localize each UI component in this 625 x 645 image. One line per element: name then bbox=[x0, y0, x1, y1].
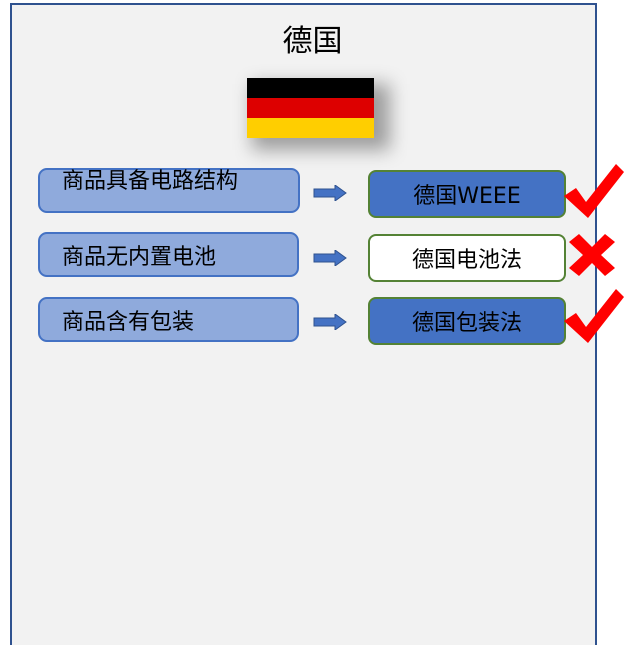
cross-icon bbox=[569, 234, 615, 276]
arrow-right-icon bbox=[313, 250, 347, 266]
condition-box-battery: 商品无内置电池 bbox=[38, 232, 299, 277]
law-label: 德国WEEE bbox=[413, 184, 521, 209]
check-icon bbox=[564, 164, 624, 218]
arrow-right-icon bbox=[313, 185, 347, 201]
check-icon bbox=[564, 289, 624, 343]
condition-box-packaging: 商品含有包装 bbox=[38, 297, 299, 342]
page-title: 德国 bbox=[282, 24, 343, 59]
law-box-battery-act: 德国电池法 bbox=[368, 234, 566, 282]
germany-flag bbox=[247, 78, 374, 138]
law-label: 德国电池法 bbox=[411, 248, 522, 273]
condition-label: 商品无内置电池 bbox=[62, 244, 217, 270]
arrow-right-icon bbox=[313, 314, 347, 330]
law-box-packaging-act: 德国包装法 bbox=[368, 297, 566, 345]
flag-band-gold bbox=[247, 118, 374, 138]
condition-label: 商品具备电路结构 bbox=[62, 169, 239, 194]
condition-box-circuit: 商品具备电路结构 bbox=[38, 168, 300, 213]
law-box-weee: 德国WEEE bbox=[368, 170, 566, 218]
flag-band-red bbox=[247, 98, 374, 118]
condition-label: 商品含有包装 bbox=[62, 309, 195, 335]
law-label: 德国包装法 bbox=[411, 311, 522, 336]
flag-band-black bbox=[247, 78, 374, 98]
